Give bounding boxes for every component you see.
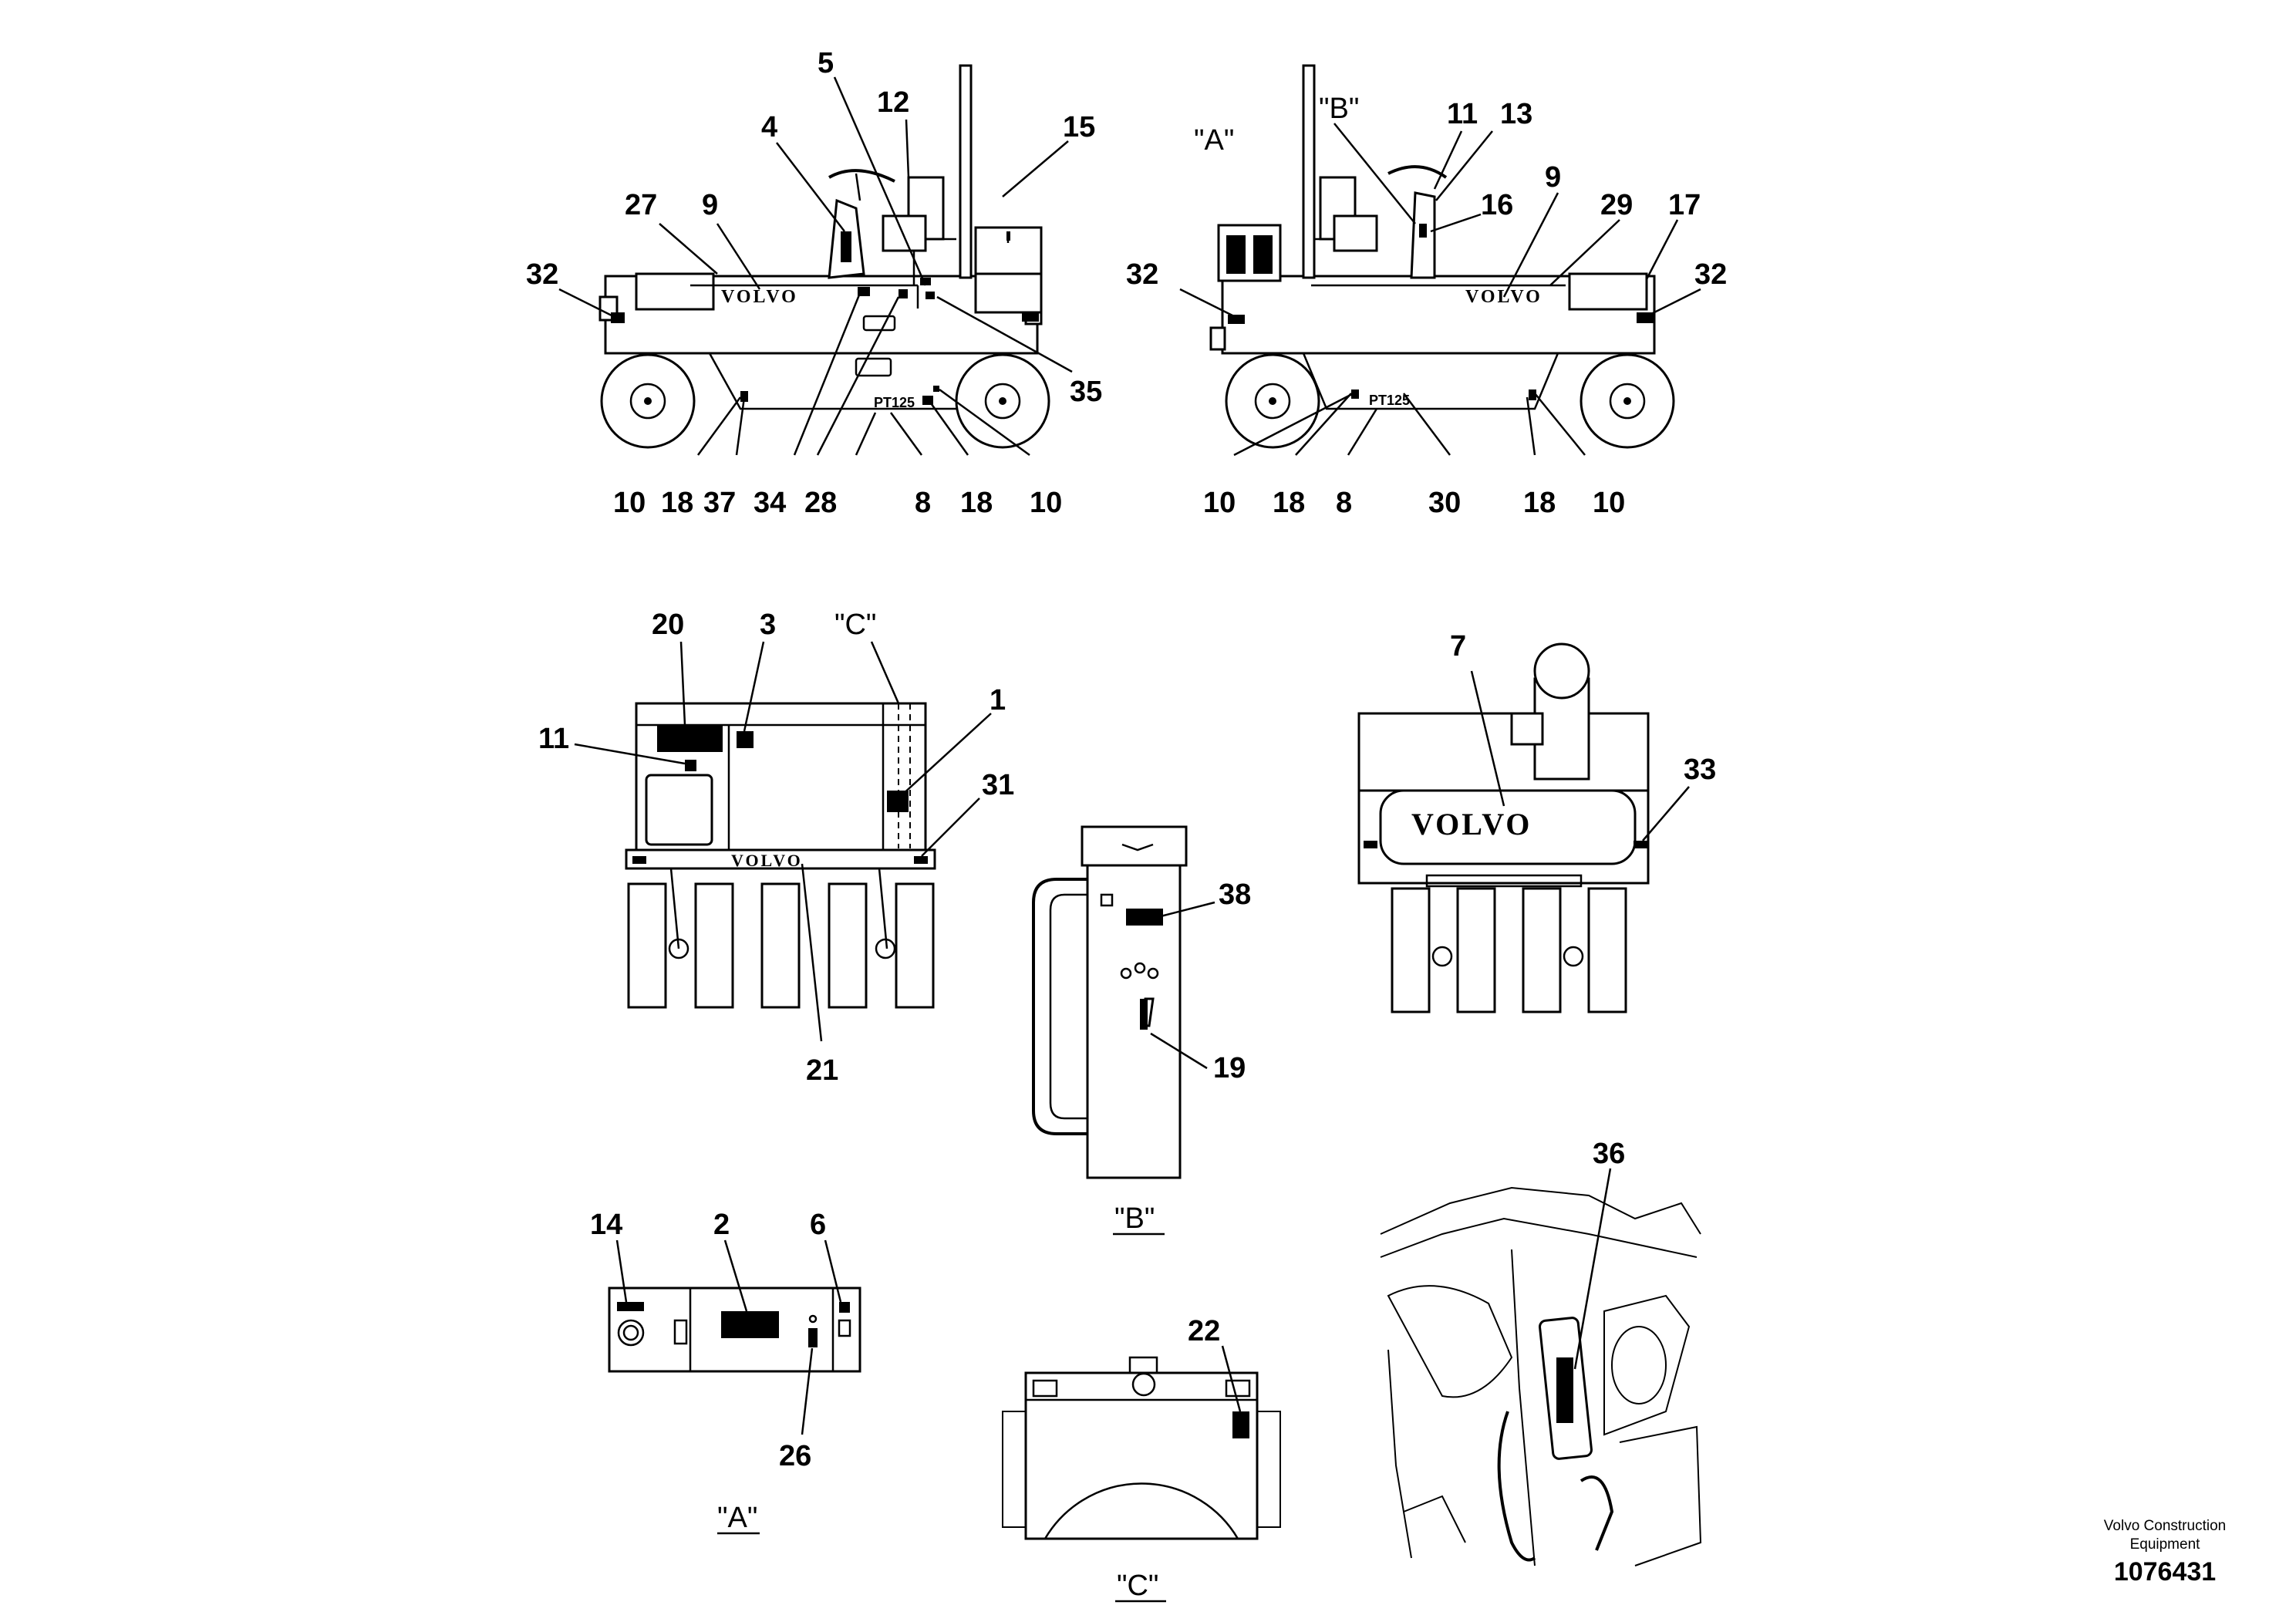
- callout-11: 11: [1447, 98, 1478, 130]
- document-footer: Volvo Construction Equipment 1076431: [2080, 1517, 2250, 1587]
- callout-10: 10: [613, 487, 646, 519]
- callout-20: 20: [652, 609, 684, 641]
- callout-33: 33: [1684, 754, 1716, 786]
- callout-7: 7: [1450, 630, 1466, 663]
- callout-8r: 8: [1336, 487, 1352, 519]
- document-number: 1076431: [2113, 1557, 2217, 1587]
- callout-18b: 18: [960, 487, 993, 519]
- callout-26: 26: [779, 1440, 811, 1472]
- callout-5: 5: [818, 47, 834, 79]
- callout-19: 19: [1213, 1052, 1246, 1084]
- company-name: Volvo Construction Equipment: [2103, 1518, 2227, 1553]
- callout-38: 38: [1219, 878, 1251, 911]
- view-label-c-ref: "C": [834, 609, 876, 641]
- callout-28: 28: [804, 487, 837, 519]
- callout-27: 27: [625, 189, 657, 221]
- side-view-left: VOLVO PT125 5 12 15 4 27 9 32 35 10 18 3…: [526, 47, 1102, 519]
- callout-8: 8: [915, 487, 931, 519]
- callout-1: 1: [990, 684, 1006, 717]
- callout-32r-right: 32: [1694, 258, 1727, 291]
- callout-32r-left: 32: [1126, 258, 1158, 291]
- callout-12: 12: [877, 86, 909, 119]
- callout-4: 4: [761, 111, 777, 143]
- callout-18r2: 18: [1523, 487, 1556, 519]
- callout-16: 16: [1481, 189, 1513, 221]
- brand-logo-side-right: VOLVO: [1465, 287, 1542, 307]
- view-label-c: "C": [1117, 1570, 1158, 1602]
- callout-10b: 10: [1030, 487, 1062, 519]
- callout-17: 17: [1668, 189, 1701, 221]
- model-text-side-right: PT125: [1369, 393, 1410, 408]
- callout-10r2: 10: [1593, 487, 1625, 519]
- callout-34: 34: [754, 487, 786, 519]
- callout-18: 18: [661, 487, 693, 519]
- view-label-a-ref: "A": [1194, 124, 1234, 157]
- callout-3: 3: [760, 609, 776, 641]
- brand-logo-front: VOLVO: [1411, 807, 1532, 841]
- callout-30: 30: [1428, 487, 1461, 519]
- callout-6: 6: [810, 1209, 826, 1241]
- callout-18r: 18: [1273, 487, 1305, 519]
- callout-22: 22: [1188, 1315, 1220, 1347]
- callout-31: 31: [982, 769, 1014, 801]
- callout-37: 37: [703, 487, 736, 519]
- side-view-right: VOLVO PT125 "A" "B" 11 13 16 9 29 17 32 …: [1126, 64, 1727, 519]
- model-text-side-left: PT125: [874, 395, 915, 410]
- callout-29: 29: [1600, 189, 1633, 221]
- front-view: VOLVO 7 33: [1357, 630, 1716, 1013]
- callout-11-rear: 11: [538, 723, 569, 755]
- callout-2: 2: [713, 1209, 730, 1241]
- callout-13: 13: [1500, 98, 1532, 130]
- engine-compartment-detail: 36: [1380, 1138, 1702, 1566]
- callout-21: 21: [806, 1054, 838, 1087]
- brand-logo-rear: VOLVO: [731, 851, 803, 870]
- callout-36: 36: [1593, 1138, 1625, 1170]
- callout-14: 14: [590, 1209, 622, 1241]
- callout-9r: 9: [1545, 161, 1561, 194]
- view-label-b: "B": [1114, 1202, 1155, 1235]
- callout-10r: 10: [1203, 487, 1236, 519]
- callout-15: 15: [1063, 111, 1095, 143]
- callout-9: 9: [702, 189, 718, 221]
- console-detail-b: 38 19 "B": [1032, 825, 1251, 1236]
- view-label-b-ref: "B": [1319, 93, 1359, 125]
- brand-logo-side-left: VOLVO: [721, 287, 798, 307]
- callout-35: 35: [1070, 376, 1102, 408]
- panel-detail-a: 14 2 6 26 "A": [590, 1209, 861, 1535]
- callout-32: 32: [526, 258, 558, 291]
- rear-view: VOLVO 20 3 "C" 1 11 31 21: [538, 609, 1014, 1087]
- radiator-detail-c: 22 "C": [1002, 1315, 1281, 1603]
- view-label-a: "A": [717, 1502, 757, 1534]
